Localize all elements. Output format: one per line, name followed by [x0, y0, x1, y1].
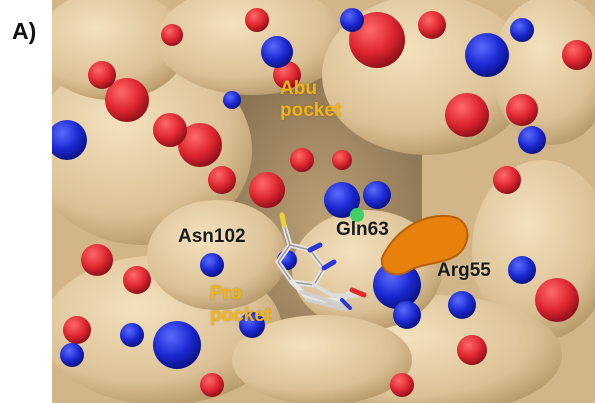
- nitrogen-patches: [52, 8, 546, 369]
- pro-pocket-line2: pocket: [210, 305, 272, 326]
- abu-pocket-line2: pocket: [280, 100, 342, 121]
- arg55-highlight: [380, 214, 469, 276]
- protein-surface-render: [52, 0, 595, 403]
- oxygen-patches: [63, 8, 592, 397]
- pro-pocket-line1: Pro: [210, 283, 242, 304]
- abu-pocket-label: Abu pocket: [280, 78, 341, 122]
- arg55-label: Arg55: [437, 260, 491, 281]
- pro-pocket-label: Pro pocket: [210, 283, 271, 327]
- panel-label: A): [12, 18, 37, 44]
- abu-pocket-line1: Abu: [280, 78, 317, 99]
- gln63-green-atom: [350, 208, 364, 222]
- gln63-label: Gln63: [336, 219, 389, 240]
- asn102-label: Asn102: [178, 226, 246, 247]
- ligand-sticks: [274, 212, 367, 312]
